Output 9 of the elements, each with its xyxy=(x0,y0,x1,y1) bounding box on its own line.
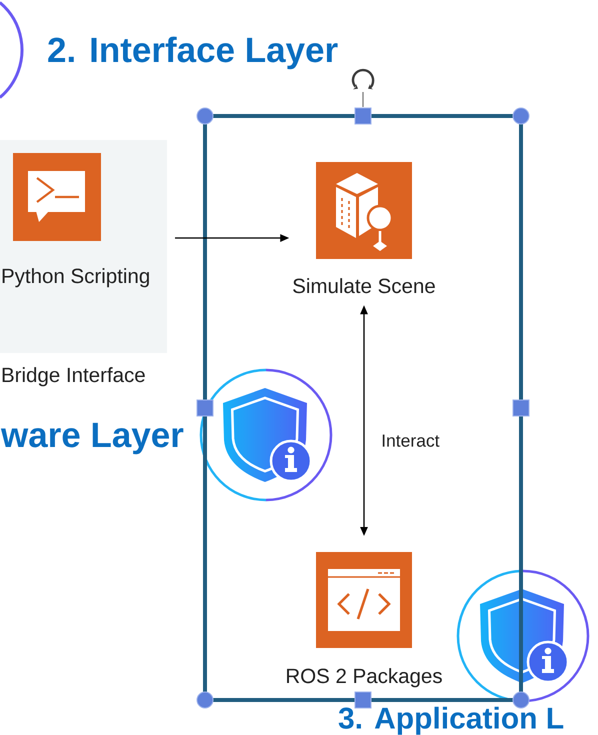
icon-caption: Python Scripting xyxy=(2,268,149,288)
section-heading: 3. Application L xyxy=(338,706,564,735)
selection-frame xyxy=(203,114,523,702)
icon-caption: ROS 2 Packages xyxy=(287,668,442,688)
section-heading: 2. Interface Layer xyxy=(48,36,338,70)
panel-title: Bridge Interface xyxy=(2,367,145,386)
section-heading: ware Layer xyxy=(0,422,184,454)
icon-caption: Simulate Scene xyxy=(293,278,435,294)
edge-label: Interact xyxy=(380,434,441,448)
